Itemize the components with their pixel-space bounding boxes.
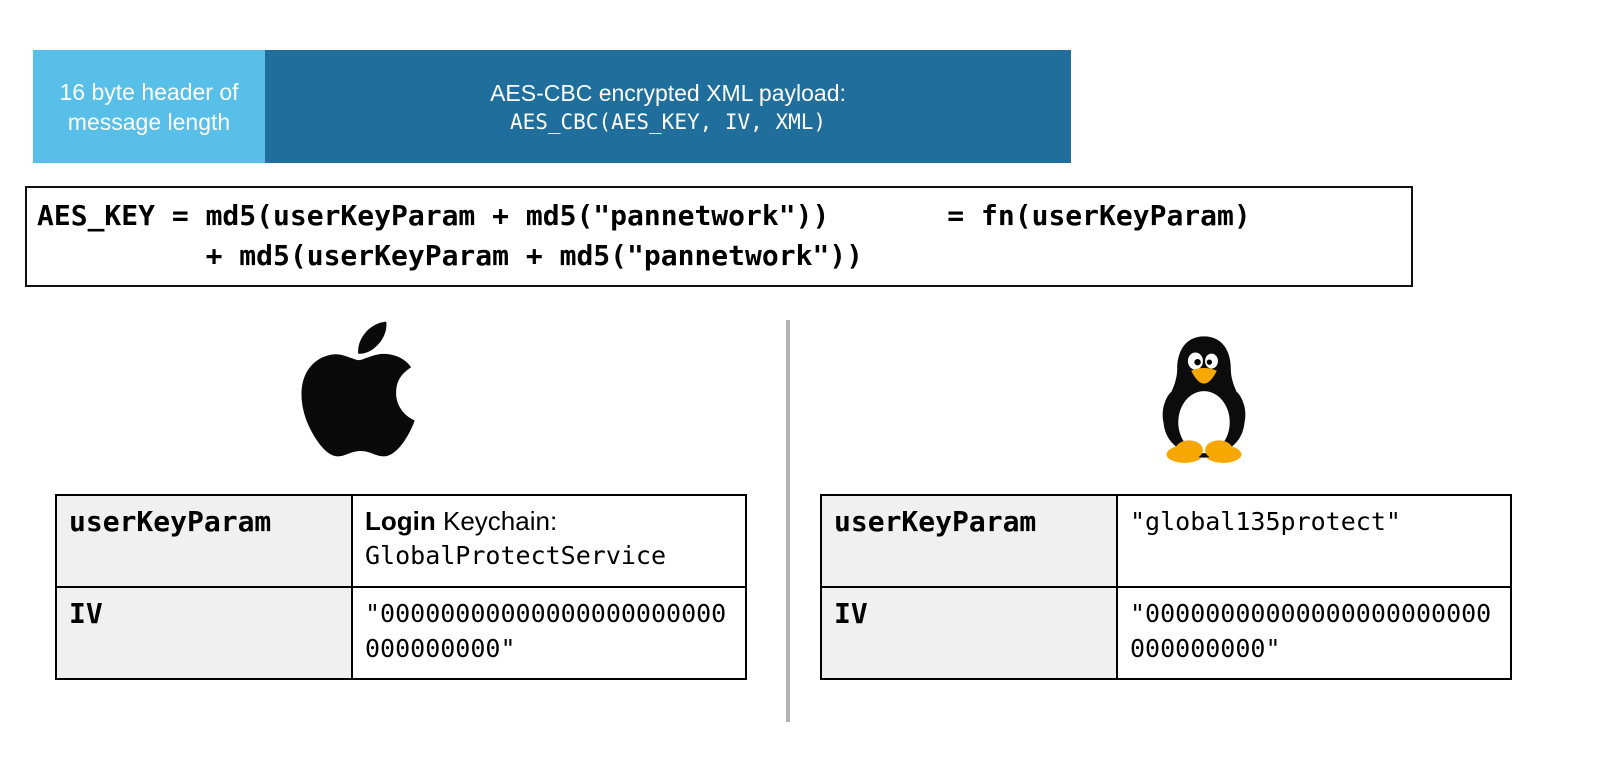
payload-title: AES-CBC encrypted XML payload: (490, 79, 846, 106)
linux-iv-key-cell: IV (820, 586, 1118, 680)
aes-key-formula-box: AES_KEY = md5(userKeyParam + md5("pannet… (25, 186, 1413, 287)
apple-icon (300, 312, 416, 466)
payload-formula: AES_CBC(AES_KEY, IV, XML) (509, 109, 827, 134)
aes-key-formula-line1: AES_KEY = md5(userKeyParam + md5("pannet… (37, 199, 1251, 232)
linux-userkeyparam-key-cell: userKeyParam (820, 494, 1118, 588)
table-row: userKeyParam Login Keychain: GlobalProte… (55, 494, 747, 588)
tux-penguin-icon (1150, 330, 1258, 464)
message-length-label: 16 byte header of message length (59, 78, 239, 135)
macos-iv-value-cell: "00000000000000000000000000000000" (351, 586, 747, 680)
macos-iv-key-cell: IV (55, 586, 353, 680)
table-row: IV "00000000000000000000000000000000" (820, 586, 1512, 680)
linux-table: userKeyParam "global135protect" IV "0000… (820, 494, 1512, 680)
aes-key-formula-line2: + md5(userKeyParam + md5("pannetwork")) (37, 239, 864, 272)
vertical-divider (786, 320, 790, 722)
login-word: Login (365, 506, 436, 536)
keychain-word: Keychain: (435, 506, 558, 536)
linux-userkeyparam-value: "global135protect" (1130, 507, 1401, 536)
keychain-service-name: GlobalProtectService (365, 541, 667, 570)
linux-iv-value: "00000000000000000000000000000000" (1130, 599, 1492, 663)
table-row: userKeyParam "global135protect" (820, 494, 1512, 588)
encrypted-payload-box: AES-CBC encrypted XML payload: AES_CBC(A… (265, 50, 1071, 163)
macos-iv-value: "00000000000000000000000000000000" (365, 599, 727, 663)
macos-userkeyparam-key-cell: userKeyParam (55, 494, 353, 588)
table-row: IV "00000000000000000000000000000000" (55, 586, 747, 680)
linux-userkeyparam-value-cell: "global135protect" (1116, 494, 1512, 588)
linux-iv-value-cell: "00000000000000000000000000000000" (1116, 586, 1512, 680)
macos-userkeyparam-value-cell: Login Keychain: GlobalProtectService (351, 494, 747, 588)
macos-table: userKeyParam Login Keychain: GlobalProte… (55, 494, 747, 680)
message-length-header-box: 16 byte header of message length (33, 50, 265, 163)
